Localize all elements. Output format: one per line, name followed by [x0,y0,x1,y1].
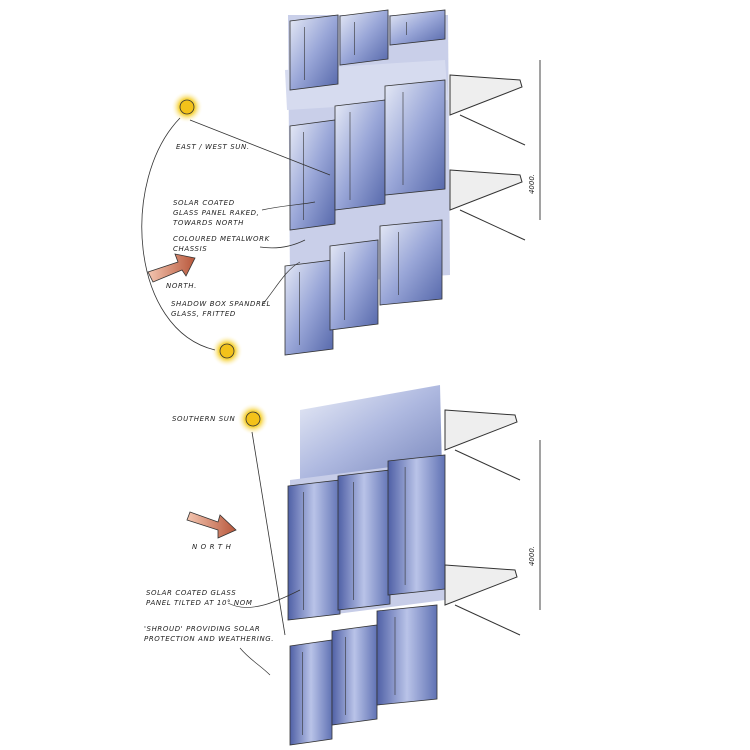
label-solar-panel-tilted: Solar coated glass panel tilted at 10° n… [146,589,253,607]
glass-panel [376,604,438,706]
glass-panel [379,219,443,306]
glass-panel [287,479,341,621]
bracket [444,409,518,451]
label-shroud: 'Shroud' providing solar protection and … [144,625,275,643]
north-arrow-icon [186,511,237,539]
glass-panel [334,99,386,211]
label-north-bottom: N O R T H [192,543,232,551]
label-north-top: North. [166,282,197,290]
sun-icon [171,91,203,123]
glass-panel [387,454,446,596]
glass-panel [289,119,336,231]
glass-panel [339,9,389,66]
dimension-bottom: 4000. [528,545,537,567]
bottom-facade-upper-glass [300,385,442,480]
sun-path-arc [141,117,216,351]
glass-panel [389,9,446,46]
label-metalwork-chassis: Coloured metalwork chassis [173,235,270,253]
bracket [449,74,523,116]
glass-panel [337,469,391,611]
north-arrow-icon [147,253,196,283]
glass-panel [284,259,334,356]
bracket [444,564,518,606]
label-spandrel-glass: Shadow box spandrel glass, fritted [171,300,272,318]
label-solar-panel-raked: Solar coated glass panel raked, towards … [173,199,260,227]
bracket [449,169,523,211]
label-southern-sun: Southern sun [172,415,236,423]
sun-ray [251,431,286,636]
sun-icon [211,335,243,367]
glass-panel [384,79,446,196]
glass-panel [289,14,339,91]
dimension-top: 4000. [528,173,537,195]
sun-icon [237,403,269,435]
glass-panel [331,624,378,726]
glass-panel [289,639,333,746]
label-east-west-sun: East / West sun. [176,143,250,151]
glass-panel [329,239,379,331]
